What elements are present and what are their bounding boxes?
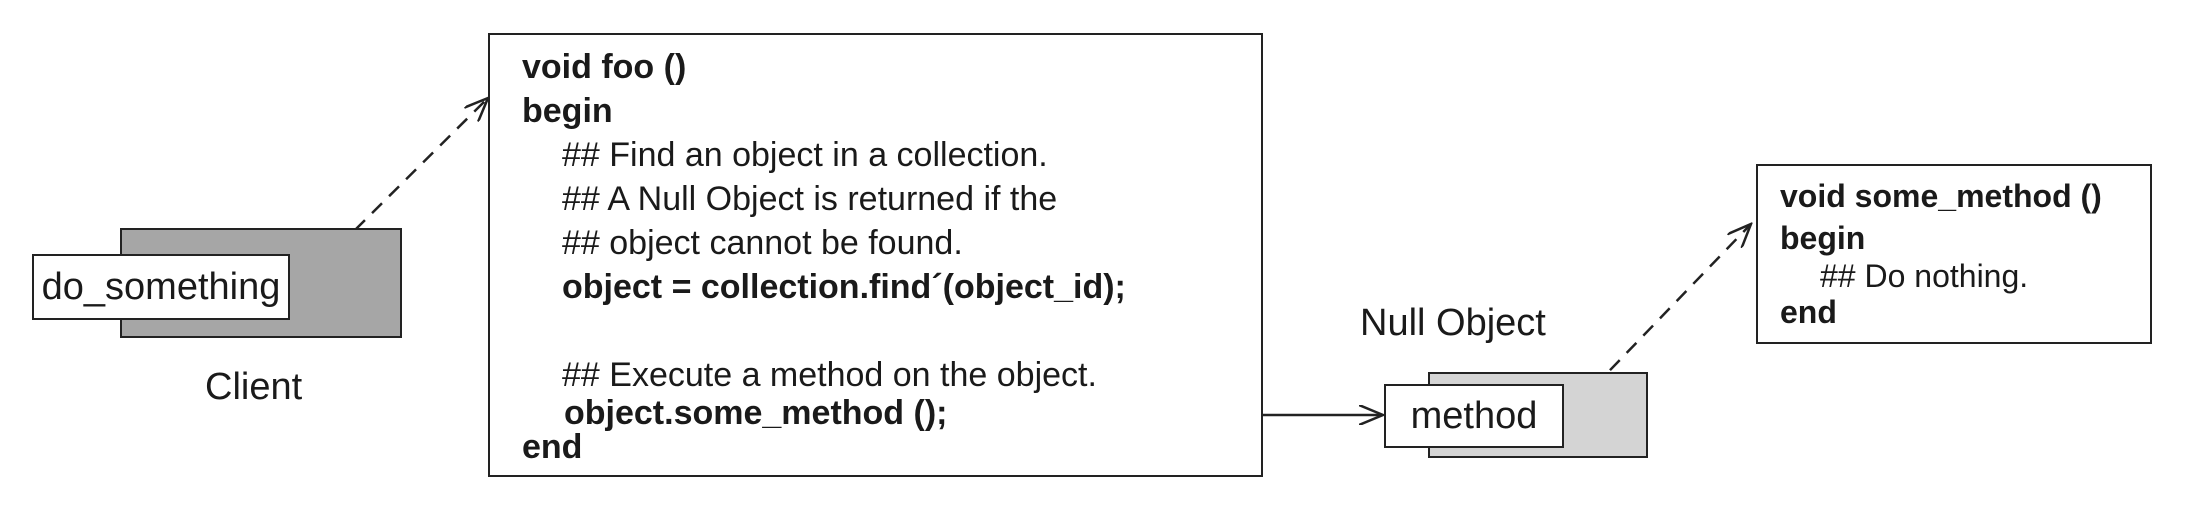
foo-code-box: void foo () begin ## Find an object in a… xyxy=(488,33,1263,477)
foo-call-statement: object.some_method (); xyxy=(564,394,948,432)
client-to-foo-dashed-arrow xyxy=(354,98,488,231)
some-method-signature: void some_method () xyxy=(1780,178,2102,214)
foo-begin: begin xyxy=(522,92,613,130)
foo-comment-1: ## Find an object in a collection. xyxy=(562,136,1048,174)
foo-end: end xyxy=(522,428,583,466)
some-method-begin: begin xyxy=(1780,220,1866,256)
foo-signature: void foo () xyxy=(522,48,687,86)
null-object-method: method xyxy=(1384,384,1564,448)
some-method-comment: ## Do nothing. xyxy=(1820,258,2029,294)
some-method-end: end xyxy=(1780,294,1837,330)
null-method-to-some-method-dashed-arrow xyxy=(1559,224,1751,423)
some-method-code-box: void some_method () begin ## Do nothing.… xyxy=(1756,164,2152,344)
foo-comment-4: ## Execute a method on the object. xyxy=(562,356,1097,394)
client-caption: Client xyxy=(205,366,303,408)
client-method-label: do_something xyxy=(41,265,281,308)
null-object-method-label: method xyxy=(1410,394,1538,437)
foo-comment-3: ## object cannot be found. xyxy=(562,224,963,262)
null-object-caption: Null Object xyxy=(1360,302,1546,344)
foo-find-statement: object = collection.find´(object_id); xyxy=(562,268,1126,306)
foo-comment-2: ## A Null Object is returned if the xyxy=(562,180,1058,218)
client-do-something-method: do_something xyxy=(32,254,290,320)
